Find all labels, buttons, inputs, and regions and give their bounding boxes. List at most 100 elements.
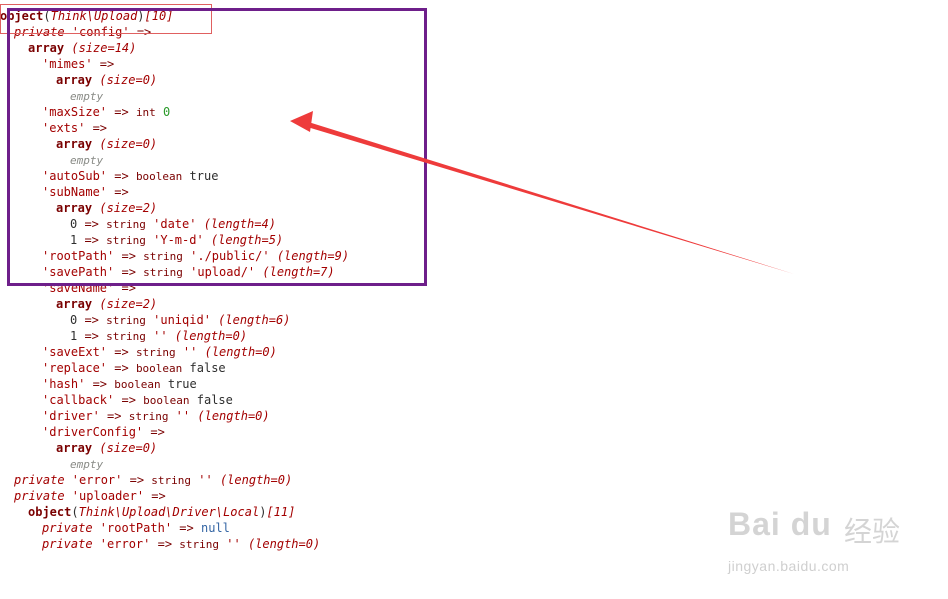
dump-token: => xyxy=(99,409,129,423)
dump-token: => xyxy=(144,489,166,503)
dump-line: 'hash' => boolean true xyxy=(0,376,197,392)
dump-token: (size=14) xyxy=(64,41,137,55)
dump-token: => xyxy=(92,57,115,71)
dump-token: => xyxy=(107,361,136,375)
dump-token: private xyxy=(42,521,93,535)
dump-token: 1 xyxy=(70,233,78,247)
baidu-jingyan-watermark: Bai du 经验 jingyan.baidu.com xyxy=(728,500,928,580)
dump-token: int xyxy=(135,106,156,119)
dump-token: 'rootPath' xyxy=(92,521,173,535)
dump-token: private xyxy=(42,537,93,551)
dump-token: string xyxy=(106,330,146,343)
dump-line: array (size=2) xyxy=(0,296,157,312)
dump-line: 'autoSub' => boolean true xyxy=(0,168,218,184)
dump-token: ) xyxy=(137,9,145,23)
dump-line: 'rootPath' => string './public/' (length… xyxy=(0,248,349,264)
dump-line: 'saveExt' => string '' (length=0) xyxy=(0,344,277,360)
dump-line: array (size=0) xyxy=(0,136,157,152)
dump-token: (length=6) xyxy=(210,313,291,327)
dump-token: true xyxy=(182,169,219,183)
dump-token: 'upload/' xyxy=(182,265,256,279)
dump-token: 'autoSub' xyxy=(42,169,108,183)
dump-token: (size=2) xyxy=(92,297,158,311)
dump-line: 1 => string '' (length=0) xyxy=(0,328,247,344)
dump-token: => xyxy=(107,169,136,183)
dump-token: string xyxy=(151,474,192,487)
dump-token: string xyxy=(106,234,146,247)
dump-token: => xyxy=(77,217,107,231)
dump-token: private xyxy=(14,489,65,503)
watermark-url: jingyan.baidu.com xyxy=(728,558,850,574)
dump-token: Think\Upload\Driver\Local xyxy=(78,505,260,519)
dump-token: => xyxy=(172,521,201,535)
dump-token: array xyxy=(56,297,93,311)
dump-token: => xyxy=(107,345,136,359)
dump-line: private 'config' => xyxy=(0,24,151,40)
dump-token: (size=2) xyxy=(92,201,158,215)
dump-line: private 'error' => string '' (length=0) xyxy=(0,536,320,552)
dump-token: => xyxy=(77,233,107,247)
dump-token: 'savePath' xyxy=(42,265,115,279)
dump-line: 'subName' => xyxy=(0,184,129,200)
dump-token: true xyxy=(160,377,197,391)
config-highlight-box xyxy=(7,8,427,286)
dump-token: 'maxSize' xyxy=(42,105,108,119)
dump-line: private 'uploader' => xyxy=(0,488,166,504)
dump-token: null xyxy=(200,521,230,535)
dump-token: => xyxy=(107,185,129,199)
dump-token: string xyxy=(143,250,183,263)
dump-token: => xyxy=(143,425,165,439)
dump-token: 'callback' xyxy=(42,393,115,407)
dump-line: 0 => string 'uniqid' (length=6) xyxy=(0,312,290,328)
dump-token: => xyxy=(114,393,144,407)
dump-line: private 'error' => string '' (length=0) xyxy=(0,472,292,488)
dump-line: 'driverConfig' => xyxy=(0,424,165,440)
dump-token: => xyxy=(85,121,108,135)
dump-token: (length=5) xyxy=(203,233,284,247)
dump-token: => xyxy=(114,265,144,279)
dump-token: (length=0) xyxy=(167,329,248,343)
dump-token: empty xyxy=(70,154,104,167)
dump-token: => xyxy=(107,105,136,119)
dump-token: array xyxy=(28,41,65,55)
dump-token: private xyxy=(14,25,65,39)
dump-token: 'driverConfig' xyxy=(42,425,144,439)
dump-line: 'driver' => string '' (length=0) xyxy=(0,408,270,424)
dump-line: object(Think\Upload)[10] xyxy=(0,8,173,24)
dump-token: 'mimes' xyxy=(42,57,93,71)
dump-token: ( xyxy=(43,9,51,23)
dump-token: '' xyxy=(168,409,191,423)
dump-token: 'subName' xyxy=(42,185,108,199)
dump-token: (size=0) xyxy=(92,73,158,87)
arrow-head xyxy=(290,111,313,132)
dump-token: (length=0) xyxy=(190,409,270,423)
dump-line: 'replace' => boolean false xyxy=(0,360,226,376)
dump-token: array xyxy=(56,73,93,87)
dump-token: (size=0) xyxy=(92,137,158,151)
dump-token: string xyxy=(179,538,220,551)
dump-token: '' xyxy=(145,329,168,343)
dump-token: string xyxy=(143,266,183,279)
dump-token: => xyxy=(150,537,180,551)
dump-line: 'savePath' => string 'upload/' (length=7… xyxy=(0,264,335,280)
dump-token: boolean xyxy=(143,394,190,407)
dump-token: ( xyxy=(71,505,79,519)
dump-token: 'date' xyxy=(145,217,197,231)
dump-token: boolean xyxy=(114,378,161,391)
dump-token: 0 xyxy=(155,105,171,119)
dump-token: => xyxy=(77,329,107,343)
dump-token: string xyxy=(135,346,176,359)
dump-line: 'callback' => boolean false xyxy=(0,392,233,408)
dump-token: [11] xyxy=(266,505,296,519)
object-header-highlight xyxy=(0,4,212,34)
dump-line: empty xyxy=(0,456,103,472)
dump-line: array (size=2) xyxy=(0,200,157,216)
watermark-cn-label: 经验 xyxy=(844,515,901,548)
dump-token: 'hash' xyxy=(42,377,86,391)
dump-token: 0 xyxy=(70,313,78,327)
dump-token: => xyxy=(114,249,144,263)
dump-line: 'maxSize' => int 0 xyxy=(0,104,170,120)
dump-token: (length=0) xyxy=(197,345,277,359)
dump-token: object xyxy=(0,9,44,23)
